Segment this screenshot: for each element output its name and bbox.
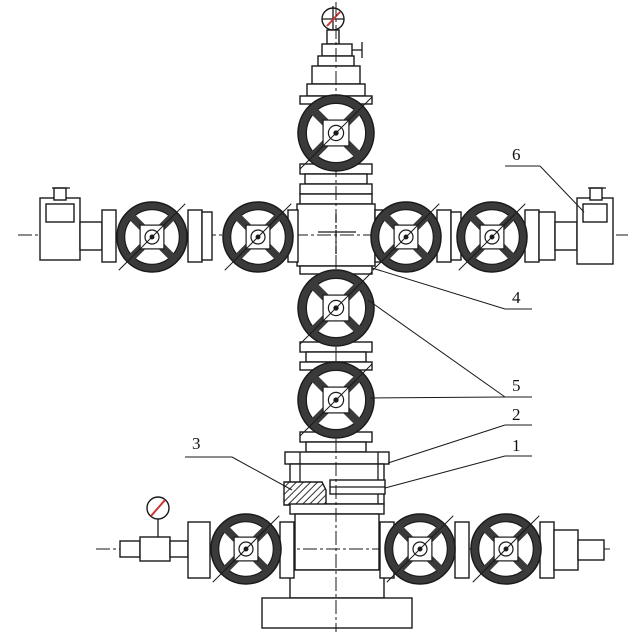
- needle-valve-body: [321, 43, 353, 57]
- handwheel-diagonal: [299, 271, 373, 345]
- leader-line: [539, 165, 585, 213]
- left-outer-wing-valve-handwheel: [116, 201, 188, 273]
- lower-master-valve-handwheel: [297, 361, 375, 439]
- left-outlet-flange: [187, 521, 211, 579]
- callout-label: 3: [192, 434, 201, 453]
- base-flange: [261, 597, 413, 629]
- callout-4: 4: [371, 267, 532, 310]
- gauge-needle: [150, 499, 166, 517]
- left-choke-bonnet: [45, 203, 75, 223]
- leader-line: [367, 299, 506, 398]
- casing-head-lower: [289, 569, 385, 599]
- callout-label: 6: [512, 145, 521, 164]
- handwheel-diagonal: [386, 515, 454, 583]
- casing-outlets: [96, 496, 610, 579]
- left-outlet-flange: [279, 521, 295, 579]
- left-flange: [187, 209, 203, 263]
- callout-1: 1: [384, 436, 532, 489]
- leader-line: [384, 455, 506, 489]
- callout-label: 4: [512, 288, 521, 307]
- left-inner-wing-valve-handwheel: [222, 201, 294, 273]
- left-casing-valve-handwheel: [210, 513, 282, 585]
- needle-valve-connector: [169, 540, 189, 558]
- gauge-needle: [326, 11, 341, 27]
- needle-valve-stem: [326, 29, 340, 45]
- right-outer-casing-valve-handwheel: [470, 513, 542, 585]
- left-flange: [101, 209, 117, 263]
- right-inner-casing-valve-handwheel: [384, 513, 456, 585]
- swab-valve-handwheel: [297, 94, 375, 172]
- callout-label: 5: [512, 376, 521, 395]
- leader-line: [387, 424, 506, 464]
- callout-2: 2: [387, 405, 532, 464]
- right-outlet-plug: [577, 539, 605, 561]
- leader-line: [231, 456, 293, 491]
- casing-head-flange: [289, 503, 385, 515]
- right-inner-wing-valve-handwheel: [370, 201, 442, 273]
- handwheel-diagonal: [299, 363, 373, 437]
- handwheel-diagonal: [458, 203, 526, 271]
- callout-3: 3: [185, 434, 293, 491]
- handwheel-diagonal: [472, 515, 540, 583]
- handwheel-diagonal: [299, 96, 373, 170]
- callout-5: 5: [367, 299, 532, 399]
- handwheel-diagonal: [372, 203, 440, 271]
- right-choke-connector: [554, 221, 578, 251]
- callout-label: 1: [512, 436, 521, 455]
- right-flange: [538, 211, 556, 261]
- needle-valve-handle-block: [119, 540, 141, 558]
- right-choke-stem: [589, 187, 603, 201]
- leader-line: [371, 267, 506, 310]
- right-outlet-flange: [454, 521, 470, 579]
- handwheel-diagonal: [118, 203, 186, 271]
- casing-head-body: [294, 513, 380, 571]
- leader-line: [369, 396, 506, 399]
- right-outlet-flange: [539, 521, 555, 579]
- callout-6: 6: [505, 145, 585, 213]
- callout-label: 2: [512, 405, 521, 424]
- handwheel-diagonal: [224, 203, 292, 271]
- left-flange: [201, 211, 213, 261]
- left-choke-connector: [79, 221, 103, 251]
- right-choke-bonnet: [582, 203, 608, 223]
- needle-valve-body: [139, 536, 171, 562]
- left-choke-stem: [53, 187, 67, 201]
- right-outlet-adapter: [553, 529, 579, 571]
- upper-master-valve-handwheel: [297, 269, 375, 347]
- handwheel-diagonal: [212, 515, 280, 583]
- right-outer-wing-valve-handwheel: [456, 201, 528, 273]
